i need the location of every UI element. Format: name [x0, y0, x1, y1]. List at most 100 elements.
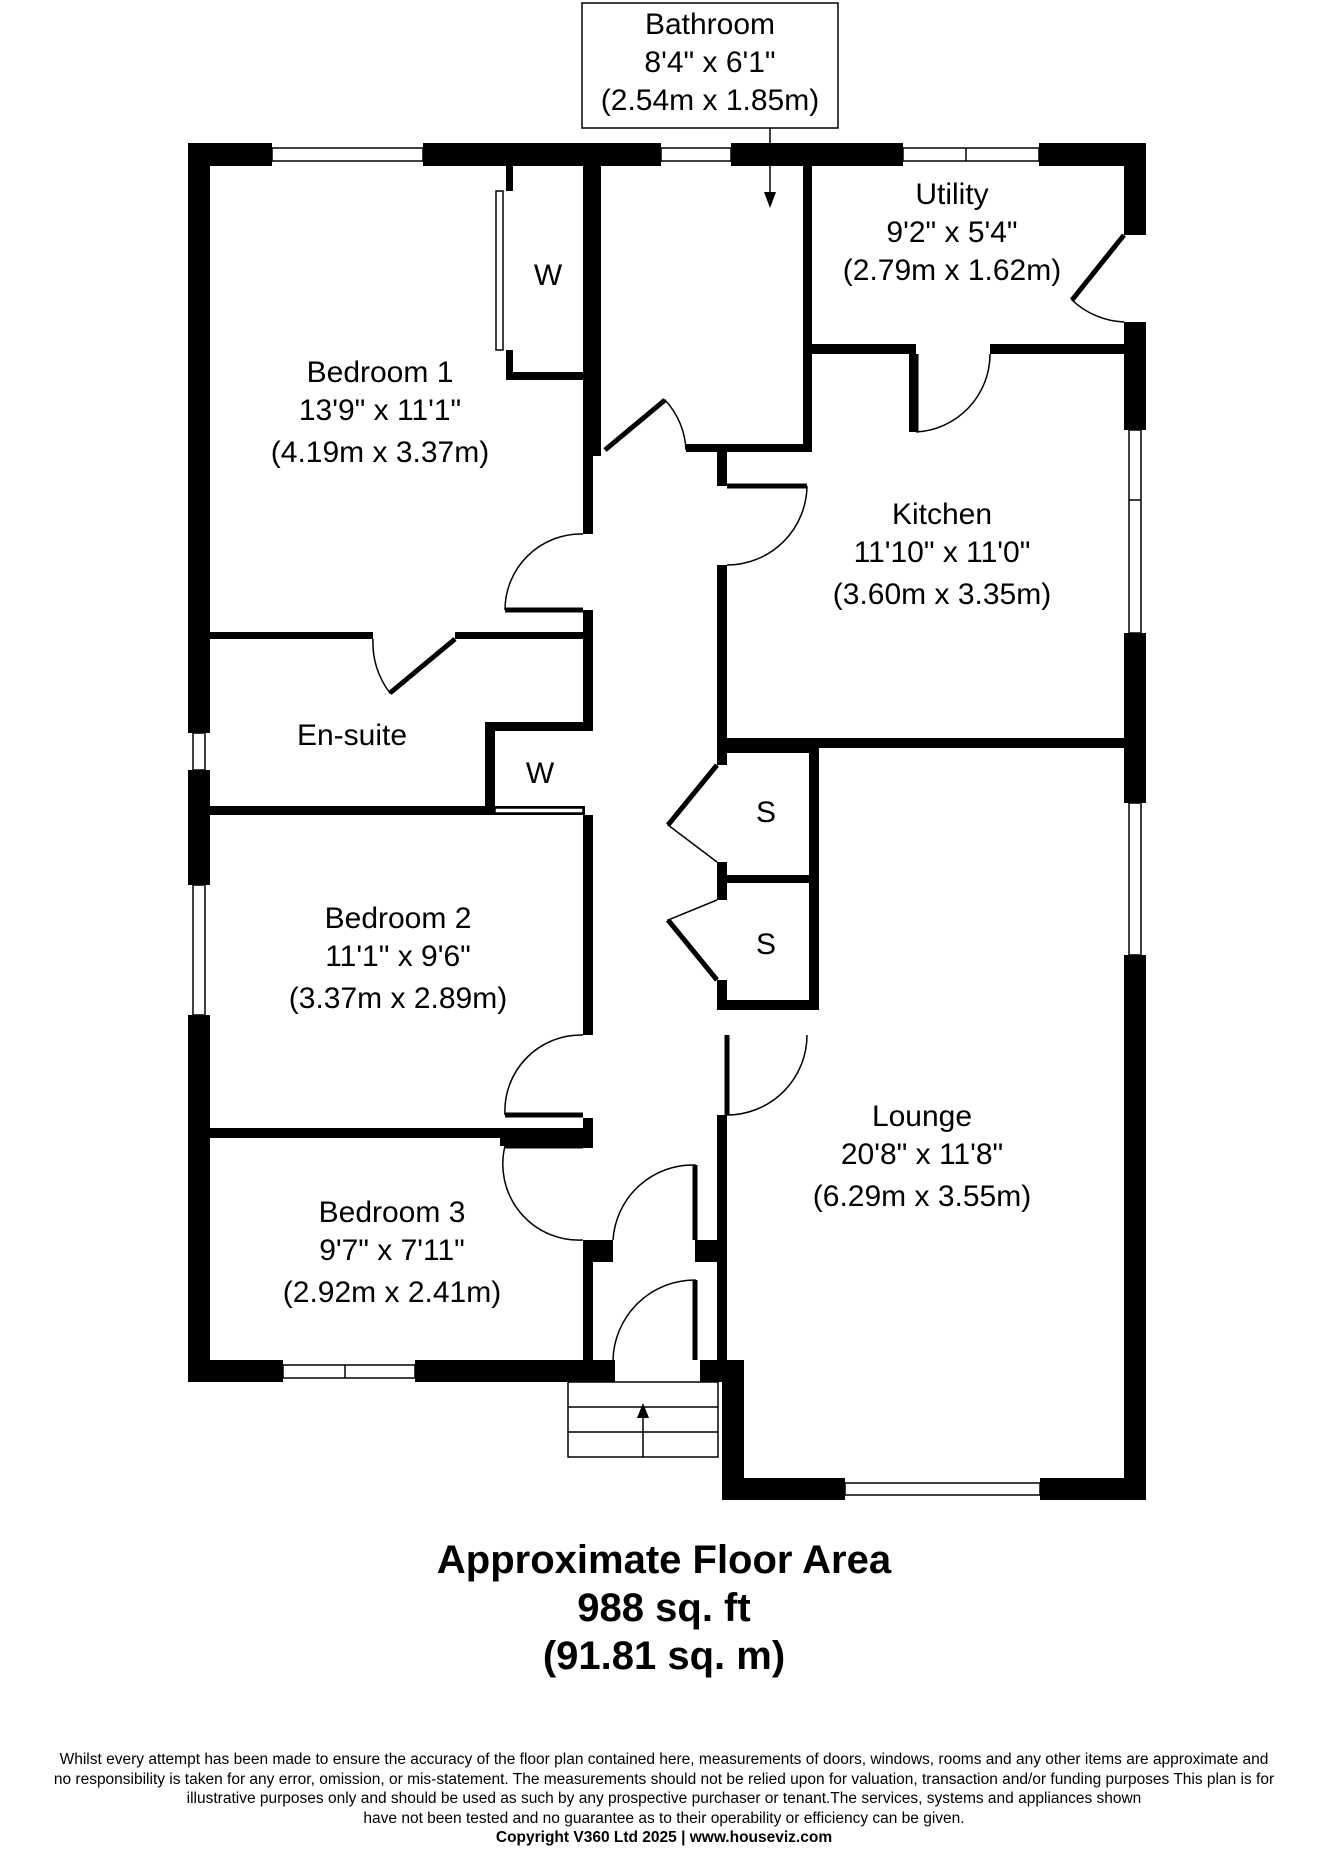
- window-ensuite: [192, 732, 206, 771]
- window-ensuite-w-slider: [494, 807, 584, 814]
- wall-bath-left: [593, 166, 601, 456]
- kitchen-imperial: 11'10" x 11'0": [854, 536, 1031, 569]
- wall-bath-right: [803, 166, 812, 446]
- wall-ensuite-w-left: [485, 722, 495, 815]
- lounge-metric: (6.29m x 3.55m): [813, 1180, 1031, 1213]
- wall-right-top: [1124, 143, 1146, 235]
- wall-porch-left: [593, 1240, 613, 1262]
- wall-bed2-bottom: [210, 1128, 593, 1138]
- kitchen-name: Kitchen: [892, 498, 992, 531]
- wall-store2-bottom: [717, 1000, 819, 1010]
- disclaimer-line: Whilst every attempt has been made to en…: [59, 1751, 1269, 1768]
- window-lounge-side: [1128, 802, 1142, 956]
- wall-right-upper: [1124, 322, 1146, 430]
- bedroom2-imperial: 11'1" x 9'6": [325, 940, 471, 973]
- entrance-arrow-icon: [637, 1403, 649, 1418]
- walls: [188, 143, 1146, 1500]
- floor-area-metric: (91.81 sq. m): [542, 1634, 786, 1678]
- window-bath: [660, 147, 732, 162]
- window-bed3: [282, 1364, 416, 1379]
- wall-store-left3: [717, 980, 727, 1010]
- store-label-2: S: [756, 928, 776, 961]
- wall-kitchen-left-stub: [909, 344, 916, 432]
- window-bed2: [192, 884, 206, 1016]
- floor-plan: Bathroom 8'4" x 6'1" (2.54m x 1.85m) Uti…: [188, 2, 1146, 1500]
- wall-top-right: [1039, 143, 1146, 166]
- bedroom3-name: Bedroom 3: [319, 1196, 466, 1229]
- disclaimer: Whilst every attempt has been made to en…: [0, 1750, 1328, 1848]
- floor-area-summary: Approximate Floor Area 988 sq. ft (91.81…: [0, 1536, 1328, 1680]
- wall-hall-stub: [717, 444, 727, 486]
- utility-imperial: 9'2" x 5'4": [886, 216, 1017, 249]
- wall-bed3-right2: [583, 1240, 593, 1382]
- wall-lounge-left-ext: [722, 1360, 744, 1500]
- wall-bottom-left2: [415, 1360, 615, 1382]
- bedroom3-imperial: 9'7" x 7'11": [319, 1234, 465, 1267]
- window-utility: [902, 147, 1040, 162]
- wall-bed1-right: [583, 166, 593, 534]
- door-kitchen-utility-arc: [915, 353, 991, 433]
- entrance-steps: [567, 1381, 719, 1458]
- wall-ensuite-w-top: [485, 722, 593, 731]
- door-store2-leaf: [666, 918, 719, 982]
- wall-right-lower: [1124, 955, 1146, 1500]
- wall-store1-top: [717, 745, 809, 753]
- door-utility-leaf: [1070, 233, 1126, 302]
- window-wardrobe-slider: [495, 190, 504, 351]
- wall-lounge-bottom-left: [722, 1478, 845, 1500]
- wall-ensuite-bottom: [210, 806, 585, 815]
- wall-top-mid: [423, 143, 661, 166]
- lounge-name: Lounge: [872, 1100, 972, 1133]
- wardrobe-label-bed1: W: [534, 259, 563, 292]
- utility-metric: (2.79m x 1.62m): [843, 254, 1061, 287]
- copyright: Copyright V360 Ltd 2025 | www.houseviz.c…: [495, 1829, 833, 1846]
- wall-store-left1: [717, 745, 727, 765]
- disclaimer-line: have not been tested and no guarantee as…: [363, 1809, 965, 1827]
- door-utility-arc: [1070, 234, 1125, 323]
- wardrobe-label-ensuite: W: [526, 757, 555, 790]
- disclaimer-line: illustrative purposes only and should be…: [186, 1790, 1142, 1807]
- wall-left-mid: [188, 770, 210, 885]
- wall-lounge-left: [717, 1115, 727, 1382]
- wall-bottom-left1: [188, 1360, 283, 1382]
- wall-lounge-bottom-right: [1040, 1478, 1146, 1500]
- bathroom-name: Bathroom: [645, 8, 775, 41]
- wall-store1-bottom: [717, 875, 819, 883]
- wall-bath-bottom: [686, 444, 812, 452]
- wall-hall-left-w: [583, 815, 593, 1035]
- bedroom1-name: Bedroom 1: [307, 356, 454, 389]
- wall-wardrobe-left2: [506, 350, 513, 380]
- wall-wardrobe-bottom: [506, 372, 590, 380]
- bedroom1-imperial: 13'9" x 11'1": [299, 394, 461, 427]
- wall-top-mid2: [731, 143, 903, 166]
- door-bed3-arc: [502, 1145, 584, 1241]
- disclaimer-line: no responsibility is taken for any error…: [53, 1770, 1275, 1788]
- door-hall-arc: [612, 1164, 696, 1241]
- wall-bed1-bottom-right: [455, 632, 593, 639]
- wall-hall-left-mid: [583, 640, 593, 730]
- door-leaves: [388, 233, 1126, 1360]
- bedroom2-name: Bedroom 2: [325, 902, 472, 935]
- bedroom3-metric: (2.92m x 2.41m): [283, 1276, 501, 1309]
- kitchen-metric: (3.60m x 3.35m): [833, 578, 1051, 611]
- bathroom-pointer-arrow-icon: [764, 192, 776, 208]
- door-bathroom-arc: [604, 398, 687, 451]
- wall-left-top: [188, 143, 210, 733]
- utility-name: Utility: [915, 178, 988, 211]
- door-store1-leaf: [666, 763, 719, 827]
- window-kitchen: [1128, 429, 1142, 634]
- wall-left-bottom: [188, 1015, 210, 1382]
- window-lounge-front: [844, 1482, 1041, 1496]
- floor-area-title: Approximate Floor Area: [436, 1538, 892, 1582]
- lounge-imperial: 20'8" x 11'8": [841, 1138, 1003, 1171]
- ensuite-name: En-suite: [297, 719, 407, 752]
- wall-bed1-right-low: [583, 610, 593, 640]
- bathroom-imperial: 8'4" x 6'1": [644, 46, 775, 79]
- door-bed1-arc: [504, 533, 584, 611]
- door-ensuite-leaf: [388, 637, 457, 695]
- wall-kitchen-left: [717, 565, 727, 745]
- door-lounge-arc: [726, 1034, 808, 1116]
- wall-right-mid: [1124, 633, 1146, 803]
- store-label-1: S: [756, 796, 776, 829]
- bedroom2-metric: (3.37m x 2.89m): [289, 982, 507, 1015]
